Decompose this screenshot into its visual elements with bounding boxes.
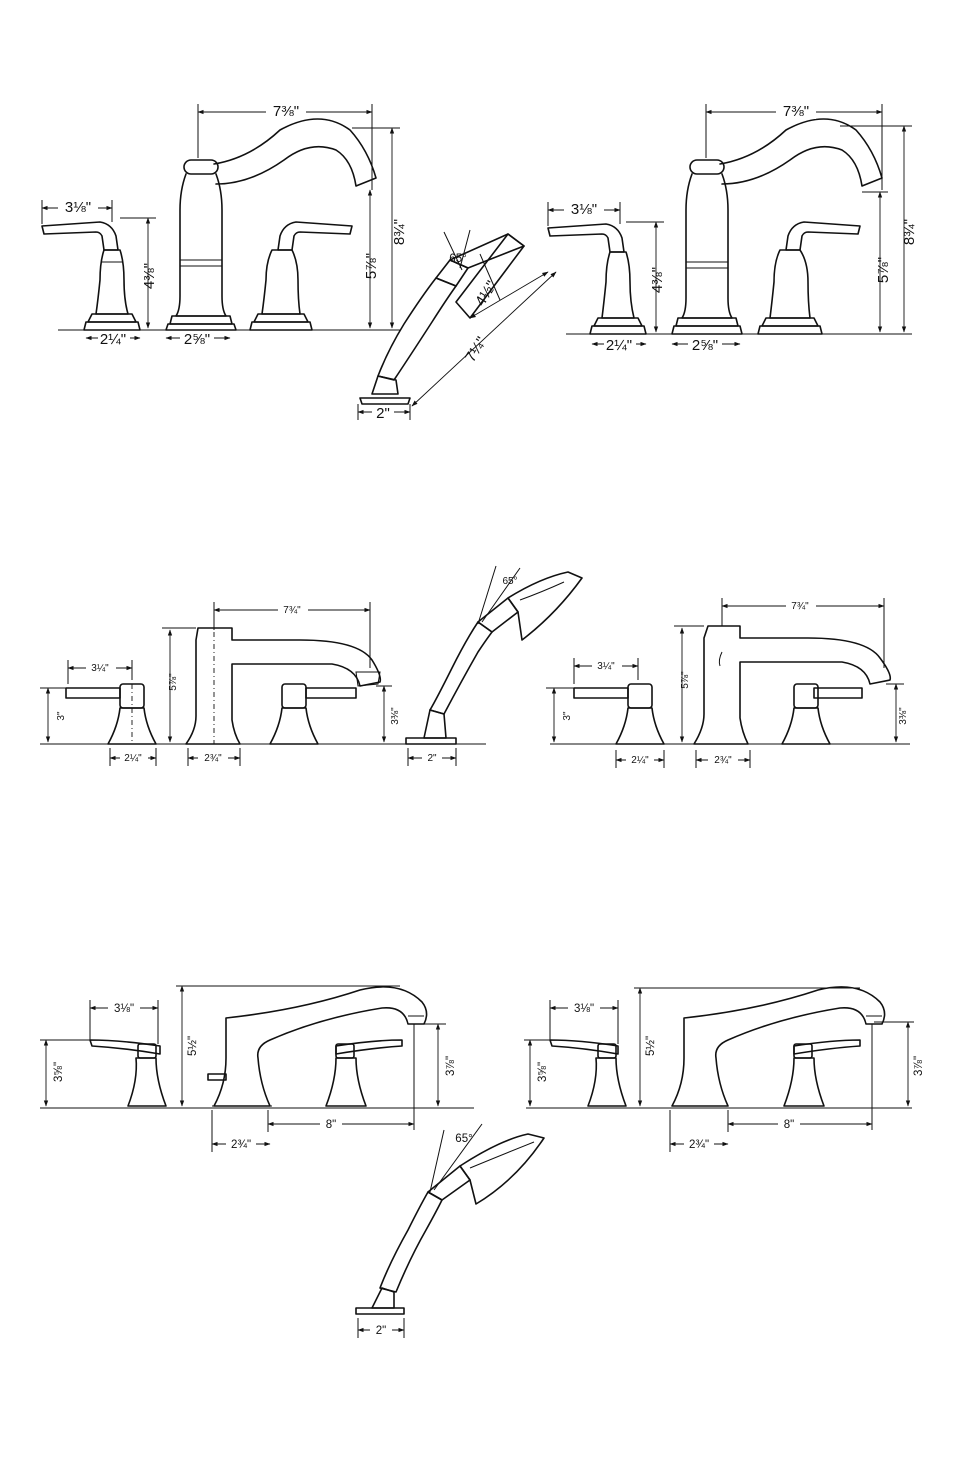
valve-right [758,222,860,334]
dim-spout-outlet-height: 3⅜" [390,707,401,725]
dim-valve-base: 2¼" [631,754,649,766]
spout-tall [672,119,882,334]
dim-spout-height: 5½" [187,1036,199,1056]
dim-valve-base: 2¼" [606,337,632,354]
valve-right [326,1040,402,1106]
row2-handshower: 65° 2" [406,566,582,766]
dim-spray-angle: 65° [502,576,517,587]
dim-spray-angle: 65° [455,1133,472,1145]
row3-handshower: 65° 2" [356,1124,544,1338]
spout-row2 [694,626,890,744]
dim-valve-height: 3" [56,711,67,721]
dim-spout-reach: 7¾" [283,605,301,616]
valve-right [250,222,352,330]
dim-spout-reach: 7⅜" [783,103,809,120]
spout-row2 [186,628,380,744]
row2-left-faucet-set: 3¼" 3" 2¼" 5⅞" 2¾" 7¾" 3⅜" [40,602,486,766]
valve-left [42,222,140,330]
dim-spout-height: 8¾" [901,219,918,245]
valve-left [550,1040,626,1106]
valve-right [784,1040,860,1106]
dim-spout-outlet-height: 5⅞" [363,253,380,279]
dim-spout-outlet-height: 5⅞" [875,257,892,283]
dim-handshower-base: 2" [427,753,437,764]
row1-left-faucet-set: 3⅛" 4⅜" 2¼" 2⅝" 7⅜" 8¾" 5⅞" [42,103,408,348]
dim-lever-spread: 3⅛" [574,1003,594,1015]
dim-handshower-base: 2" [376,405,390,422]
dim-spout-base: 2⅝" [184,331,210,348]
row3-left-faucet-set: 3⅛" 3⅝" 5½" 3⅞" 8" 2¾" [40,986,474,1152]
dim-lever-spread: 3⅛" [65,199,91,216]
dim-spout-outlet-height: 3⅜" [898,707,909,725]
dim-spout-height: 5⅞" [680,671,691,689]
dim-overall-length: 7¼" [462,334,490,365]
dim-spout-height: 5⅞" [168,673,179,691]
dim-lever-spread: 3⅛" [114,1003,134,1015]
dim-valve-height: 4⅜" [649,267,666,293]
dim-spout-base: 2¾" [689,1139,709,1151]
dim-spout-outlet-height: 3⅞" [445,1056,457,1076]
dim-handshower-base: 2" [376,1325,386,1337]
dim-spout-base: 2¾" [204,753,222,764]
dim-valve-height: 3⅝" [537,1062,549,1082]
row1-right-faucet-set: 3⅛" 4⅜" 2¼" 2⅝" 7⅜" 8¾" 5⅞" [548,103,918,354]
dim-spout-height: 5½" [645,1036,657,1056]
dim-lever-spread: 3⅛" [571,201,597,218]
dim-spout-height: 8¾" [391,219,408,245]
dim-lever-spread: 3¼" [597,660,615,672]
dim-valve-height: 4⅜" [141,263,158,289]
dim-spout-reach: 8" [326,1119,336,1131]
dim-spout-base: 2¾" [231,1139,251,1151]
dim-spout-reach: 7⅜" [273,103,299,120]
dim-valve-height: 3⅝" [53,1062,65,1082]
valve-left [90,1040,166,1106]
dim-spout-reach: 7¾" [791,601,809,612]
row3-right-faucet-set: 3⅛" 3⅝" 5½" 3⅞" 8" 2¾" [524,987,925,1152]
valve-left [66,684,156,744]
dim-spout-base: 2⅝" [692,337,718,354]
dim-spray-angle: 65° [449,253,466,265]
dim-valve-base: 2¼" [124,752,142,764]
valve-right [270,684,356,744]
valve-left [574,684,664,744]
row1-handshower: 4½" 7¼" 65° 2" [358,230,556,422]
valve-left [548,224,646,334]
dim-spout-outlet-height: 3⅞" [913,1056,925,1076]
dim-lever-spread: 3¼" [91,662,109,674]
dim-valve-base: 2¼" [100,331,126,348]
dim-valve-height: 3" [562,711,573,721]
row2-right-faucet-set: 3¼" 3" 2¼" 5⅞" 2¾" 7¾" 3⅜" [546,598,910,768]
valve-right [782,684,862,744]
dim-spout-base: 2¾" [714,755,732,766]
dim-spout-reach: 8" [784,1119,794,1131]
